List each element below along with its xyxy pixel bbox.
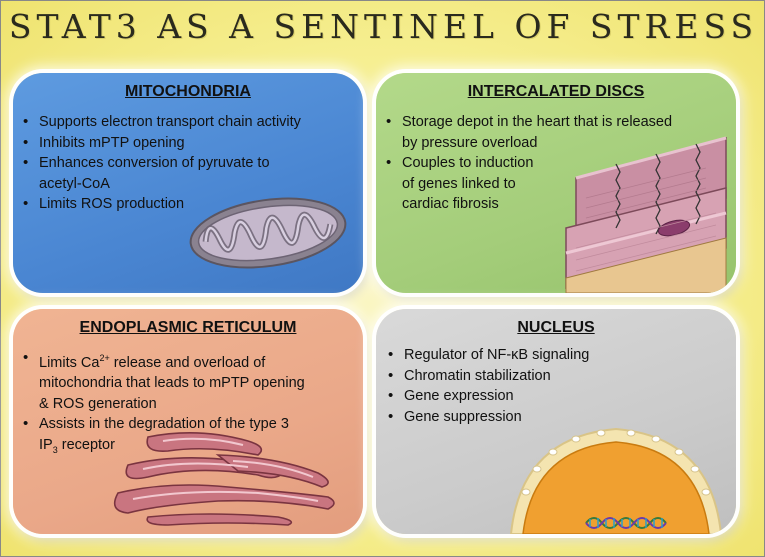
- nucleus-icon: [509, 427, 723, 534]
- list-item: Regulator of NF-κB signaling: [388, 345, 589, 366]
- panel-nucleus: NUCLEUS Regulator of NF-κB signaling Chr…: [376, 309, 736, 534]
- mitochondrion-icon: [189, 197, 347, 269]
- panel-intercalated-discs: INTERCALATED DISCS Storage depot in the …: [376, 73, 736, 293]
- list-item-line: mitochondria that leads to mPTP opening: [39, 375, 305, 392]
- subscript: 3: [52, 444, 58, 455]
- panel-heading-nucleus: NUCLEUS: [517, 319, 595, 336]
- list-item: Inhibits mPTP opening: [23, 133, 301, 154]
- list-item-line: Assists in the degradation of the type 3: [39, 416, 289, 433]
- intercalated-discs-bullet-list: Storage depot in the heart that is relea…: [386, 112, 726, 215]
- list-item-line: release and overload of: [109, 354, 266, 371]
- panel-mitochondria: MITOCHONDRIA Supports electron transport…: [13, 73, 363, 293]
- panel-endoplasmic-reticulum: ENDOPLASMIC RETICULUM Limits Ca2+ releas…: [13, 309, 363, 534]
- list-item: Chromatin stabilization: [388, 366, 589, 387]
- list-item-line: IP: [39, 436, 53, 453]
- list-item: Couples to induction of genes linked to …: [386, 153, 726, 215]
- panel-heading-endoplasmic-reticulum: ENDOPLASMIC RETICULUM: [79, 319, 297, 336]
- er-bullet-list: Limits Ca2+ release and overload of mito…: [23, 348, 358, 460]
- list-item-line: of genes linked to: [402, 175, 516, 192]
- list-item: Gene suppression: [388, 407, 589, 428]
- superscript: 2+: [99, 353, 110, 363]
- list-item-line: cardiac fibrosis: [402, 196, 499, 212]
- list-item-line: & ROS generation: [39, 395, 157, 412]
- list-item-line: Limits Ca: [39, 354, 100, 371]
- list-item-line: by pressure overload: [402, 134, 538, 151]
- nucleus-bullet-list: Regulator of NF-κB signaling Chromatin s…: [388, 345, 589, 427]
- mitochondria-bullet-list: Supports electron transport chain activi…: [23, 112, 301, 215]
- list-item: Gene expression: [388, 386, 589, 407]
- list-item: Storage depot in the heart that is relea…: [386, 112, 726, 153]
- list-item: Supports electron transport chain activi…: [23, 112, 301, 133]
- panel-heading-mitochondria: MITOCHONDRIA: [125, 83, 251, 100]
- page-title: STAT3 AS A SENTINEL OF STRESS: [8, 7, 759, 46]
- list-item-line: Couples to induction: [402, 155, 534, 171]
- panel-heading-intercalated-discs: INTERCALATED DISCS: [467, 83, 645, 100]
- list-item: Enhances conversion of pyruvate to: [23, 153, 301, 174]
- list-item-continuation: acetyl-CoA: [39, 175, 110, 192]
- list-item-line: Storage depot in the heart that is relea…: [402, 114, 673, 130]
- list-item: Assists in the degradation of the type 3…: [23, 414, 358, 460]
- list-item: Limits Ca2+ release and overload of mito…: [23, 348, 358, 414]
- list-item: Limits ROS production: [23, 194, 301, 215]
- list-item-line: receptor: [57, 436, 115, 453]
